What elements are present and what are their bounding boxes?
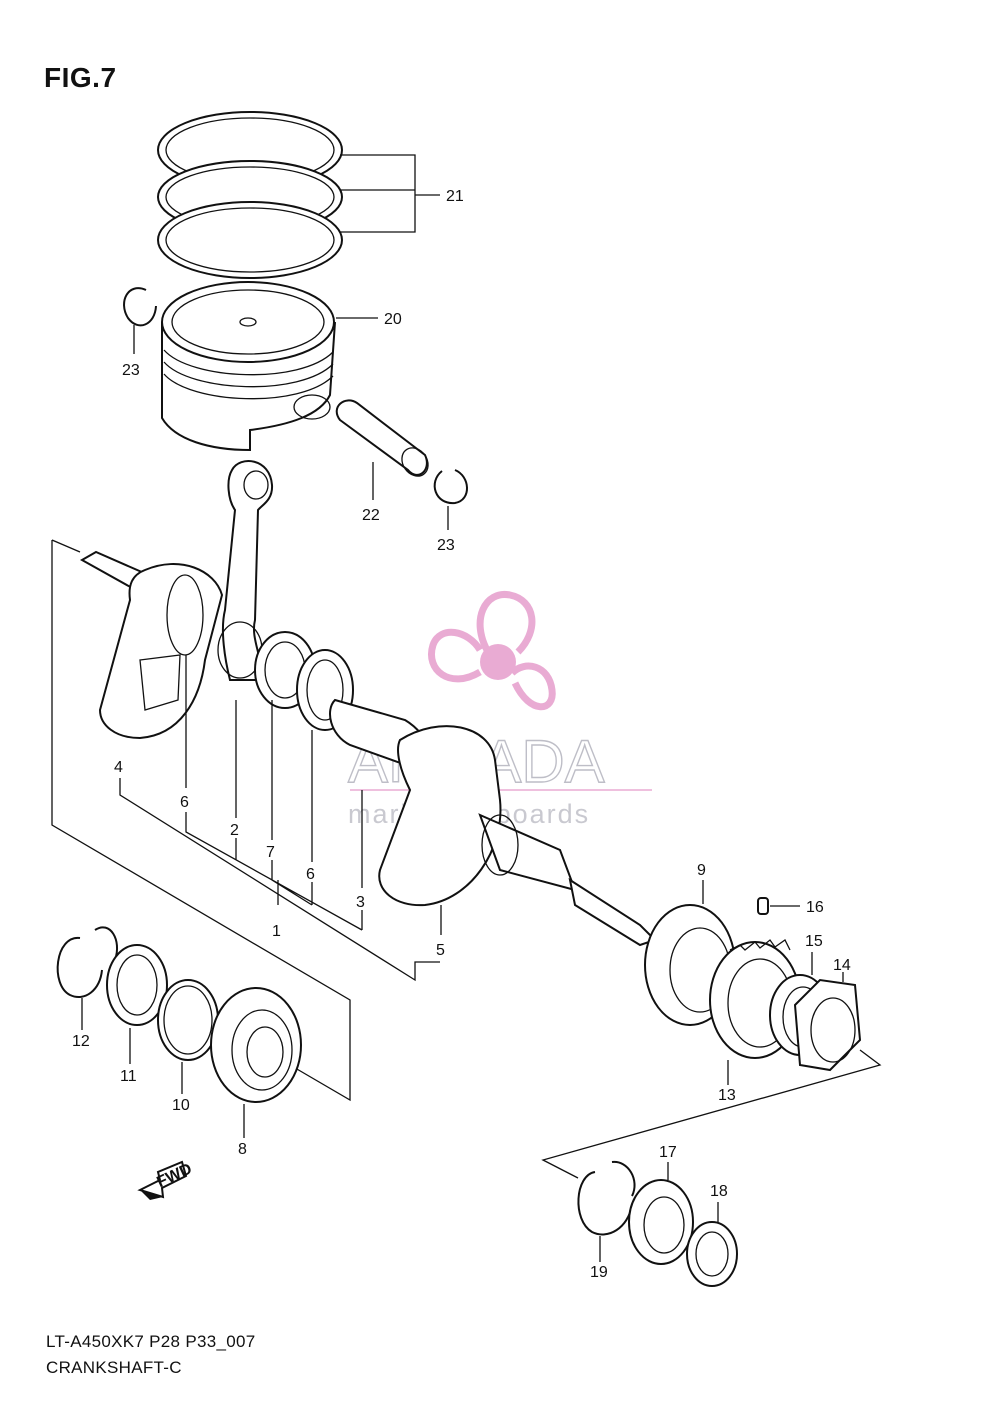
- pin-16: [757, 897, 769, 915]
- callout-10: 10: [172, 1097, 190, 1114]
- circlip-12: [56, 936, 103, 998]
- callout-8: 8: [238, 1141, 247, 1158]
- circlip-upper: [123, 287, 157, 327]
- crankshaft-right: [378, 725, 657, 947]
- callout-5: 5: [436, 942, 445, 959]
- propeller-icon: [428, 591, 556, 711]
- crankshaft-left: [79, 550, 224, 740]
- callout-15: 15: [805, 933, 823, 950]
- callout-17: 17: [659, 1144, 677, 1161]
- callout-21: 21: [446, 188, 464, 205]
- piston: [161, 281, 336, 452]
- callout-20: 20: [384, 311, 402, 328]
- bearing-8: [210, 987, 302, 1103]
- bearing-17: [628, 1179, 694, 1265]
- circlip-lower: [433, 469, 468, 505]
- callout-6-right: 6: [306, 866, 315, 883]
- callout-2: 2: [230, 822, 239, 839]
- nut-14: [793, 978, 862, 1072]
- piston-pin: [335, 399, 429, 477]
- callout-16: 16: [806, 899, 824, 916]
- callout-13: 13: [718, 1087, 736, 1104]
- piston-rings: [157, 111, 343, 279]
- callout-7: 7: [266, 844, 275, 861]
- callout-6-left: 6: [180, 794, 189, 811]
- callout-4: 4: [114, 759, 123, 776]
- callout-22: 22: [362, 507, 380, 524]
- callout-12: 12: [72, 1033, 90, 1050]
- propeller-hub: [480, 644, 516, 680]
- callout-14: 14: [833, 957, 851, 974]
- drawing-code: LT-A450XK7 P28 P33_007: [46, 1332, 256, 1351]
- drawing-name: CRANKSHAFT-C: [46, 1358, 182, 1377]
- seal-18: [686, 1221, 738, 1287]
- callout-1: 1: [272, 923, 281, 940]
- callout-19: 19: [590, 1264, 608, 1281]
- callout-3: 3: [356, 894, 365, 911]
- callout-11: 11: [120, 1068, 137, 1085]
- figure-title: FIG.7: [44, 62, 117, 93]
- callout-9: 9: [697, 862, 706, 879]
- fwd-arrow-icon: [137, 1160, 188, 1200]
- circlip-19: [577, 1171, 633, 1236]
- callout-23-lower: 23: [437, 537, 455, 554]
- ring-10: [157, 979, 219, 1061]
- callout-18: 18: [710, 1183, 728, 1200]
- callout-23-upper: 23: [122, 362, 140, 379]
